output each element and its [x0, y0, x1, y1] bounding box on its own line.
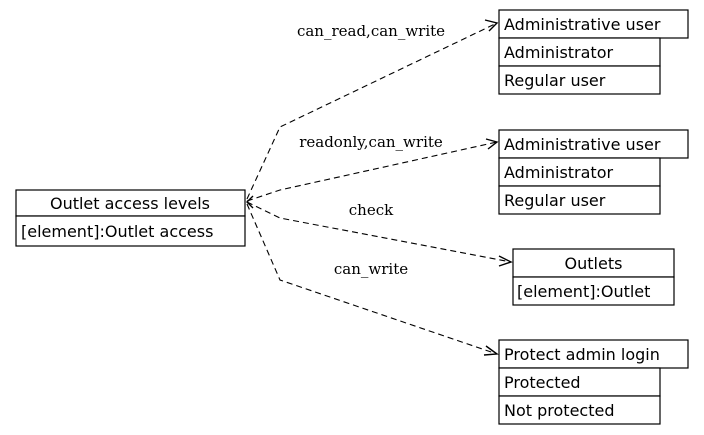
edge-label-can-write: can_write: [334, 260, 408, 278]
entity-outlets: Outlets [element]:Outlet: [512, 248, 675, 306]
entity-attribute: [element]:Outlet access: [21, 222, 213, 241]
entity-row: Administrator: [504, 43, 613, 62]
edge-readonly-can-write: readonly,can_write: [246, 133, 499, 202]
entity-outlet-access-levels: Outlet access levels [element]:Outlet ac…: [15, 189, 254, 247]
entity-title: Administrative user: [504, 135, 661, 154]
entity-row: Regular user: [504, 191, 606, 210]
entity-row: Protected: [504, 373, 581, 392]
entity-protect-admin-login: Protect admin login Protected Not protec…: [498, 339, 689, 425]
edge-can-read-can-write: can_read,can_write: [246, 19, 499, 200]
entity-title: Outlets: [565, 254, 623, 273]
entity-title: Administrative user: [504, 15, 661, 34]
entity-administrative-user-1: Administrative user Administrator Regula…: [498, 9, 689, 95]
edge-label-readonly-can-write: readonly,can_write: [299, 133, 443, 151]
source-tail-arrow-icon: [246, 195, 254, 209]
entity-row: [element]:Outlet: [517, 282, 650, 301]
entity-administrative-user-2: Administrative user Administrator Regula…: [498, 129, 689, 215]
entity-row: Regular user: [504, 71, 606, 90]
edge-label-check: check: [349, 201, 394, 219]
entity-row: Administrator: [504, 163, 613, 182]
entity-title: Protect admin login: [504, 345, 660, 364]
entity-row: Not protected: [504, 401, 614, 420]
entity-title: Outlet access levels: [50, 194, 210, 213]
edge-check: check: [246, 201, 513, 267]
edge-label-can-read-can-write: can_read,can_write: [297, 22, 445, 40]
edge-can-write: can_write: [246, 203, 499, 356]
